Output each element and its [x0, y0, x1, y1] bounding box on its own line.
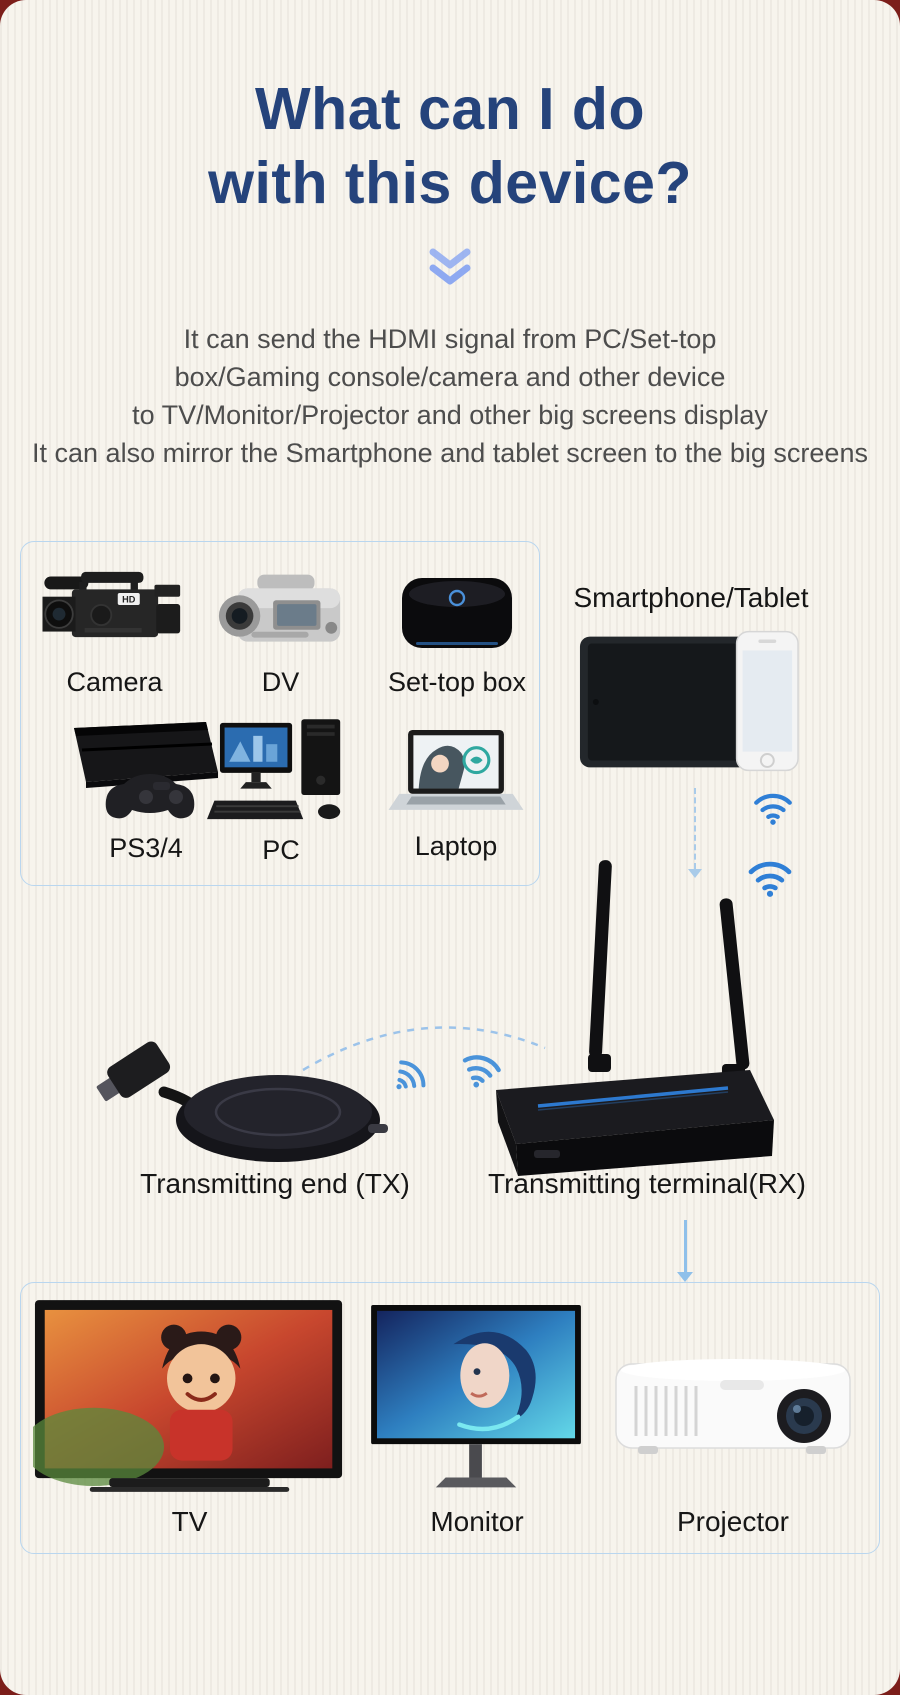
dashed-arrow-down — [688, 788, 702, 878]
description-line: It can also mirror the Smartphone and ta… — [32, 438, 868, 468]
ps4-image — [74, 722, 218, 819]
page-title-line1: What can I do — [255, 76, 645, 142]
laptop-label: Laptop — [414, 831, 498, 861]
double-chevron-down-icon — [0, 244, 900, 290]
source-devices-panel — [20, 541, 540, 886]
dv-label: DV — [261, 667, 300, 697]
source-device-camera: HD Camera — [32, 560, 197, 698]
projector-label: Projector — [676, 1506, 790, 1537]
camera-hd-badge: HD — [122, 595, 136, 605]
smartphone-tablet-label: Smartphone/Tablet — [573, 582, 809, 613]
dv-image — [218, 574, 340, 642]
pc-label: PC — [262, 835, 300, 865]
source-device-pc: PC — [205, 714, 357, 866]
description-line: box/Gaming console/camera and other devi… — [174, 362, 726, 392]
rx-device-image — [496, 860, 774, 1176]
monitor-image — [371, 1304, 581, 1488]
settop-box-image — [402, 578, 512, 648]
description-line: It can send the HDMI signal from PC/Set-… — [183, 324, 717, 354]
rx-label: Transmitting terminal(RX) — [488, 1168, 806, 1199]
description-text: It can send the HDMI signal from PC/Set-… — [0, 320, 900, 472]
dashed-arc-connector — [302, 1026, 546, 1072]
tx-label: Transmitting end (TX) — [140, 1168, 410, 1199]
arrow-to-displays — [677, 1220, 693, 1282]
pc-image — [207, 719, 341, 820]
tx-device-image — [96, 1041, 388, 1162]
projector-image — [615, 1359, 851, 1454]
camera-image: HD — [42, 571, 180, 638]
monitor-label: Monitor — [430, 1506, 524, 1537]
description-line: to TV/Monitor/Projector and other big sc… — [132, 400, 768, 430]
tv-label: TV — [171, 1506, 208, 1537]
laptop-image — [388, 729, 524, 810]
ps4-label: PS3/4 — [109, 833, 183, 863]
display-devices-panel — [20, 1282, 880, 1554]
tablet-and-phone-image — [579, 630, 799, 772]
camera-label: Camera — [66, 667, 163, 697]
page-title-line2: with this device? — [208, 150, 692, 216]
page-title: What can I do with this device? — [0, 72, 900, 220]
source-device-dv: DV — [208, 568, 353, 698]
source-device-laptop: Laptop — [383, 722, 529, 862]
source-device-ps4: PS3/4 — [55, 718, 237, 864]
settop-box-label: Set-top box — [387, 667, 527, 697]
source-device-settop: Set-top box — [386, 566, 528, 698]
wifi-icon-phone-upper — [752, 792, 794, 826]
tv-image — [33, 1300, 343, 1492]
